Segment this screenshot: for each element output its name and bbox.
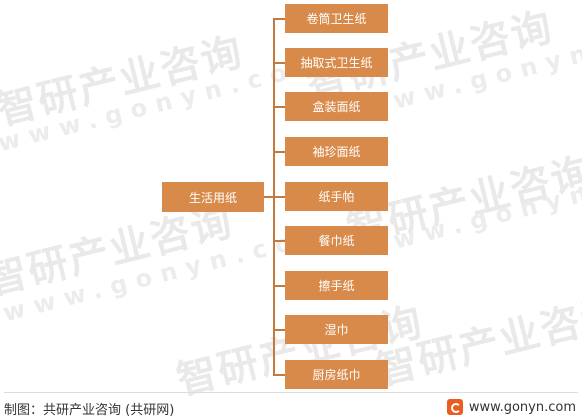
- watermark-text: 智研产业咨询: [372, 288, 582, 395]
- child-node: 袖珍面纸: [285, 137, 388, 166]
- child-node: 纸手帕: [285, 182, 388, 211]
- branch-connector: [273, 240, 285, 242]
- child-node: 餐巾纸: [285, 226, 388, 255]
- watermark-url: www.gonyn.com: [360, 12, 582, 123]
- branch-connector: [273, 329, 285, 331]
- watermark-url: www.gonyn.com: [0, 47, 332, 158]
- watermark-url: www.gonyn.com: [360, 152, 582, 263]
- gonyn-logo-icon: [446, 399, 463, 415]
- child-node: 卷筒卫生纸: [285, 4, 388, 33]
- branch-connector: [273, 62, 285, 64]
- child-node: 盒装面纸: [285, 92, 388, 121]
- branch-connector: [273, 151, 285, 153]
- child-node: 抽取式卫生纸: [285, 48, 388, 77]
- branch-connector: [273, 106, 285, 108]
- branch-connector: [273, 285, 285, 287]
- child-node: 湿巾: [285, 315, 388, 344]
- footer-url-block: www.gonyn.com: [446, 398, 576, 416]
- child-node: 擦手纸: [285, 271, 388, 300]
- branch-connector: [273, 196, 285, 198]
- footer-url: www.gonyn.com: [468, 399, 576, 415]
- branch-connector: [273, 18, 285, 20]
- source-credit: 制图：共研产业咨询 (共研网): [4, 403, 175, 418]
- watermark-text: 智研产业咨询: [0, 28, 249, 135]
- root-node: 生活用纸: [162, 182, 264, 212]
- child-node: 厨房纸巾: [285, 360, 388, 389]
- branch-connector: [273, 374, 285, 376]
- root-connector: [264, 196, 274, 198]
- footer-divider: [4, 392, 578, 393]
